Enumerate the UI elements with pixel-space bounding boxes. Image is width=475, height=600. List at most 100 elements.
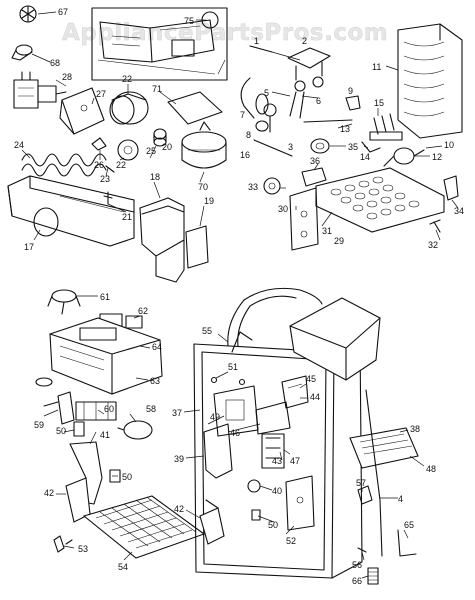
callout-47: 47 bbox=[290, 456, 300, 466]
part-13-tube[interactable] bbox=[303, 119, 353, 123]
callout-65: 65 bbox=[404, 520, 414, 530]
part-53-clip[interactable] bbox=[53, 535, 73, 553]
part-56-fitting[interactable] bbox=[357, 547, 367, 553]
callout-23: 23 bbox=[100, 174, 110, 184]
callout-48: 48 bbox=[426, 464, 436, 474]
callout-44: 44 bbox=[310, 392, 320, 402]
part-4-tube[interactable] bbox=[365, 389, 383, 557]
part-33-knob[interactable] bbox=[263, 177, 281, 195]
part-18-chute[interactable] bbox=[139, 197, 185, 283]
part-44-bracket[interactable] bbox=[281, 375, 309, 409]
callout-14: 14 bbox=[360, 152, 370, 162]
part-51-screws[interactable] bbox=[210, 376, 246, 386]
part-42-paddle-right[interactable] bbox=[199, 499, 225, 545]
part-27-plate[interactable] bbox=[59, 87, 105, 135]
part-ice-hopper[interactable] bbox=[289, 297, 381, 381]
part-55-harness[interactable] bbox=[227, 287, 323, 353]
part-63-housing[interactable] bbox=[49, 317, 163, 395]
callout-50b: 50 bbox=[122, 472, 132, 482]
callout-10: 10 bbox=[444, 140, 454, 150]
part-38-shelf[interactable] bbox=[349, 427, 419, 469]
callout-20: 20 bbox=[162, 142, 172, 152]
callout-40: 40 bbox=[272, 486, 282, 496]
callout-57: 57 bbox=[356, 478, 366, 488]
part-43-solenoid[interactable] bbox=[261, 433, 285, 469]
callout-19: 19 bbox=[204, 196, 214, 206]
part-26-clip[interactable] bbox=[91, 137, 107, 151]
callout-15: 15 bbox=[374, 98, 384, 108]
callout-16: 16 bbox=[240, 150, 250, 160]
part-66-fitting[interactable] bbox=[367, 567, 379, 585]
callout-39: 39 bbox=[174, 454, 184, 464]
part-17-mold[interactable] bbox=[7, 175, 135, 247]
part-68-lamp[interactable] bbox=[11, 44, 33, 61]
callout-54: 54 bbox=[118, 562, 128, 572]
callout-12: 12 bbox=[432, 152, 442, 162]
part-3-shaft[interactable] bbox=[253, 139, 293, 157]
callout-49: 49 bbox=[210, 412, 220, 422]
part-12-thermostat[interactable] bbox=[383, 147, 425, 167]
part-34-hook[interactable] bbox=[443, 175, 459, 201]
callout-75: 75 bbox=[184, 16, 194, 26]
part-25-gear[interactable] bbox=[117, 139, 139, 161]
part-24-coil[interactable] bbox=[21, 153, 115, 177]
part-20-bushing[interactable] bbox=[153, 128, 167, 147]
callout-3: 3 bbox=[288, 142, 293, 152]
part-28-valve[interactable] bbox=[13, 71, 67, 109]
callout-7: 7 bbox=[240, 110, 245, 120]
callout-11: 11 bbox=[372, 62, 381, 72]
callout-61: 61 bbox=[100, 292, 110, 302]
callout-26: 26 bbox=[94, 160, 104, 170]
part-washer[interactable] bbox=[35, 377, 53, 387]
callout-38: 38 bbox=[410, 424, 420, 434]
part-35-cup[interactable] bbox=[310, 138, 330, 154]
part-58-bulb[interactable] bbox=[117, 420, 153, 440]
callout-13: 13 bbox=[340, 124, 350, 134]
callout-36: 36 bbox=[310, 156, 320, 166]
part-61-lever[interactable] bbox=[47, 289, 81, 315]
part-15-terminals[interactable] bbox=[369, 113, 403, 141]
part-75-inset[interactable] bbox=[91, 7, 228, 81]
part-50-pads[interactable] bbox=[73, 421, 261, 521]
part-71-cover[interactable] bbox=[167, 91, 223, 125]
part-21-screw[interactable] bbox=[103, 191, 113, 205]
part-14-wire[interactable] bbox=[361, 141, 381, 153]
part-57-clip[interactable] bbox=[357, 485, 373, 505]
callout-22b: 22 bbox=[116, 160, 126, 170]
callout-5: 5 bbox=[264, 88, 269, 98]
callout-17: 17 bbox=[24, 242, 34, 252]
callout-64: 64 bbox=[152, 342, 162, 352]
part-52-bracket[interactable] bbox=[285, 475, 315, 531]
part-46-shield[interactable] bbox=[255, 401, 291, 435]
part-22-cam[interactable] bbox=[109, 91, 149, 125]
callout-37: 37 bbox=[172, 408, 182, 418]
callout-60: 60 bbox=[104, 404, 114, 414]
part-36-bracket[interactable] bbox=[301, 167, 327, 187]
callout-31: 31 bbox=[322, 226, 332, 236]
part-65-key[interactable] bbox=[397, 529, 417, 557]
part-30-plate[interactable] bbox=[289, 187, 319, 251]
callout-62: 62 bbox=[138, 306, 148, 316]
callout-59: 59 bbox=[34, 420, 44, 430]
part-39-housing[interactable] bbox=[203, 423, 233, 479]
part-8-nut[interactable] bbox=[255, 120, 269, 132]
callout-29: 29 bbox=[334, 236, 344, 246]
part-54-drip-tray[interactable] bbox=[82, 495, 206, 559]
part-32-screw[interactable] bbox=[429, 219, 441, 233]
part-40-nut[interactable] bbox=[247, 479, 261, 493]
part-60-bulb-holder[interactable] bbox=[75, 401, 117, 421]
part-9-clip[interactable] bbox=[345, 95, 361, 111]
part-29-ice-tray[interactable] bbox=[315, 167, 445, 233]
part-2-valve[interactable] bbox=[287, 47, 331, 92]
part-19-gasket[interactable] bbox=[185, 225, 209, 269]
part-5-6-7-fittings[interactable] bbox=[263, 91, 305, 133]
watermark-text: AppliancePartsPros.com bbox=[62, 20, 388, 46]
part-1-tube[interactable] bbox=[249, 45, 273, 53]
part-11-evaporator[interactable] bbox=[397, 23, 463, 139]
callout-56: 56 bbox=[352, 560, 362, 570]
callout-24: 24 bbox=[14, 140, 24, 150]
part-70-motor[interactable] bbox=[181, 121, 227, 169]
part-59-socket[interactable] bbox=[43, 391, 75, 425]
part-67-knob[interactable] bbox=[19, 5, 37, 23]
